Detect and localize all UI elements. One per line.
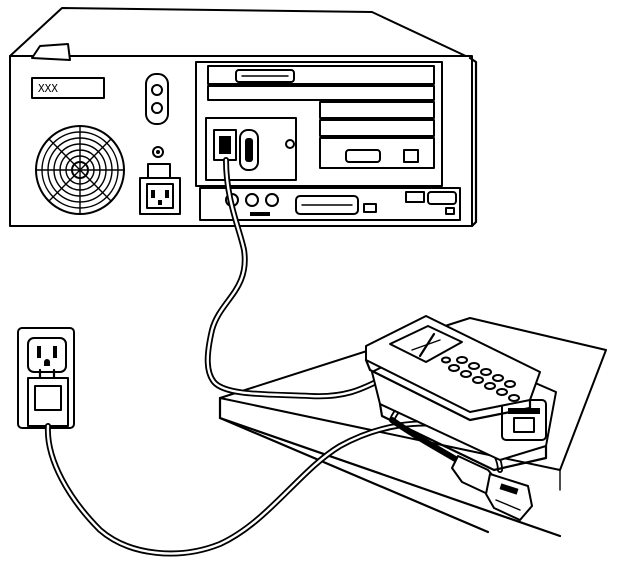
- label-plate: XXX: [31, 77, 105, 99]
- key-6: [472, 376, 484, 384]
- voltage-switch: [145, 73, 169, 125]
- top-latch-tab: [31, 43, 71, 61]
- key-9: [504, 380, 516, 388]
- key-2: [468, 362, 480, 370]
- io-small-port: [363, 203, 377, 213]
- io-db9-port: [427, 191, 457, 205]
- label-plate-frame: [31, 77, 105, 99]
- key-7: [484, 382, 496, 390]
- power-inlet-pin-right: [165, 190, 169, 198]
- power-inlet-pin-left: [151, 190, 155, 198]
- power-inlet: [139, 146, 181, 215]
- slot-card-5-vga-port: [345, 149, 381, 163]
- key-8: [492, 374, 504, 382]
- slot-card-2: [207, 85, 435, 101]
- audio-label-bar: [250, 212, 270, 216]
- handheld-screen-graphic-2: [411, 339, 441, 351]
- cradle-connector-port: [513, 417, 535, 433]
- serial-port-com2-inner: [245, 138, 253, 162]
- handheld-keypad: [441, 356, 520, 402]
- computer-top-face: [9, 7, 471, 59]
- serial-cable-highlight: [206, 158, 382, 398]
- slot-card-4: [319, 119, 435, 137]
- connector-head: [485, 473, 533, 521]
- power-inlet-pin-ground: [158, 200, 162, 205]
- outlet-ground-hole: [44, 359, 50, 366]
- handheld-body-edge: [364, 358, 532, 422]
- fan-spoke-d2: [48, 138, 112, 202]
- cradle-connector-slot: [508, 408, 540, 414]
- key-10: [496, 388, 508, 396]
- audio-jack-2: [245, 193, 259, 207]
- key-12: [441, 356, 451, 364]
- io-small-jack: [445, 207, 455, 215]
- serial-plate-screw: [285, 139, 295, 149]
- key-3: [480, 368, 492, 376]
- wall-outlet: [17, 327, 75, 429]
- audio-jack-3: [265, 193, 279, 207]
- computer-side-edge: [468, 56, 478, 228]
- io-panel: [199, 187, 461, 221]
- outlet-face-icon: [27, 337, 67, 373]
- label-plate-text: XXX: [38, 82, 58, 95]
- computer-rear-panel: XXX: [9, 7, 478, 228]
- outlet-slot-right: [53, 346, 57, 358]
- fan-grille-icon: [35, 125, 125, 215]
- key-11: [508, 394, 520, 402]
- key-5: [460, 370, 472, 378]
- power-cable: [44, 420, 455, 557]
- handheld-terminal: [364, 315, 541, 422]
- handheld-screen: [389, 325, 463, 363]
- slot-card-5-rj-jack: [403, 149, 419, 163]
- serial-port-com1-inner: [219, 136, 231, 154]
- ac-adapter-label: [34, 385, 62, 411]
- connector-ridge: [495, 499, 521, 511]
- voltage-switch-upper-dot: [151, 84, 163, 96]
- key-1: [456, 356, 468, 364]
- power-cable-highlight: [46, 422, 454, 555]
- key-4: [448, 364, 460, 372]
- voltage-switch-lower-dot: [151, 102, 163, 114]
- io-rj-jack: [405, 191, 425, 203]
- cable-connector: [389, 417, 533, 521]
- connector-latch: [499, 483, 519, 495]
- slot-card-3: [319, 101, 435, 119]
- cradle-base-side: [378, 402, 548, 472]
- voltage-switch-body: [145, 73, 169, 125]
- expansion-slot-area: [195, 61, 443, 187]
- outlet-slot-left: [37, 346, 41, 358]
- power-led-center: [156, 150, 160, 154]
- table-front-edge-lower: [218, 416, 490, 534]
